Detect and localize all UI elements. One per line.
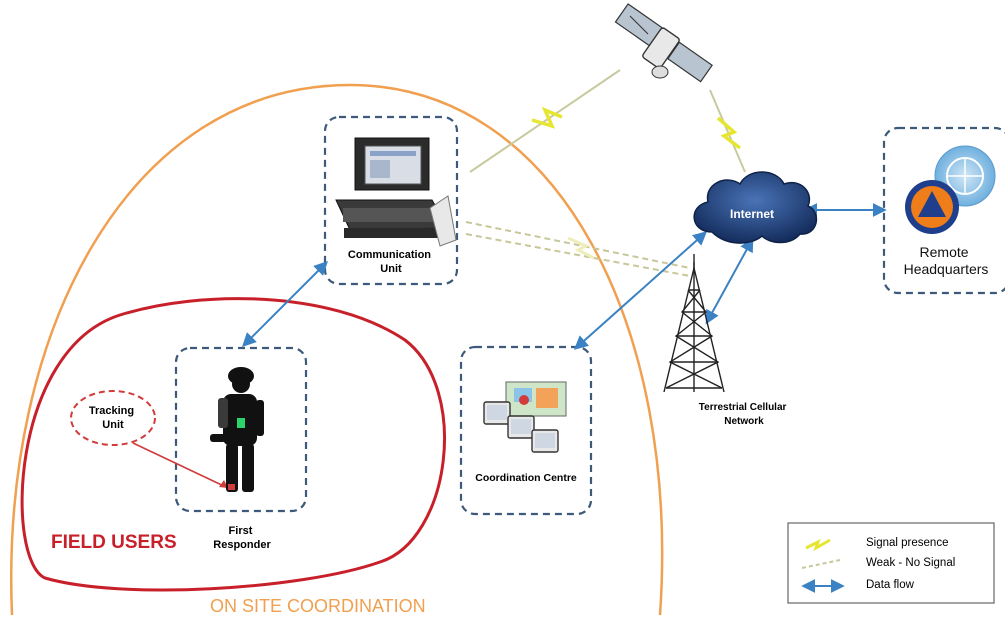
satellite-icon xyxy=(614,3,713,83)
remote-headquarters-label: Remote Headquarters xyxy=(904,244,989,277)
data-flow-responder-comm xyxy=(242,261,328,347)
civil-protection-emblem-icon xyxy=(905,180,959,234)
cellular-network-label: Terrestrial Cellular Network xyxy=(699,402,789,427)
legend-data-flow: Data flow xyxy=(866,579,915,591)
tracking-unit-ellipse xyxy=(70,390,156,446)
first-responder-label: First Responder xyxy=(213,525,271,551)
signal-line-comm-satellite xyxy=(469,69,621,173)
on-site-coordination-zone xyxy=(10,83,664,616)
signal-bolt-comm-satellite xyxy=(531,106,563,129)
legend-weak-no-signal: Weak - No Signal xyxy=(866,557,955,569)
communication-unit-label: Communication Unit xyxy=(348,249,434,275)
internet-cloud-icon: Internet xyxy=(693,171,818,244)
legend-signal-presence: Signal presence xyxy=(866,537,948,549)
remote-headquarters-box xyxy=(882,126,1005,295)
on-site-coordination-label: ON SITE COORDINATION xyxy=(210,596,426,616)
data-flow-internet-tower xyxy=(705,237,754,325)
coordination-centre-label: Coordination Centre xyxy=(475,472,577,484)
data-flow-coordination-internet xyxy=(573,231,708,350)
tracking-link xyxy=(132,442,229,489)
legend-signal-bolt xyxy=(805,538,831,552)
legend: Signal presence Weak - No Signal Data fl… xyxy=(787,522,995,604)
coordination-centre-box xyxy=(459,345,593,516)
signal-bolt-satellite-internet xyxy=(716,116,742,150)
internet-label: Internet xyxy=(730,207,774,221)
communication-unit-box xyxy=(323,115,459,286)
field-users-zone xyxy=(20,297,446,592)
cellular-tower-icon xyxy=(663,254,725,393)
communication-unit-icon xyxy=(335,137,457,247)
tracking-unit-label: Tracking Unit xyxy=(89,405,137,431)
firefighter-icon xyxy=(210,367,264,492)
field-users-label: FIELD USERS xyxy=(51,532,177,553)
coordination-centre-icon xyxy=(483,381,567,453)
first-responder-box xyxy=(174,346,308,513)
signal-line-satellite-internet xyxy=(709,89,746,173)
